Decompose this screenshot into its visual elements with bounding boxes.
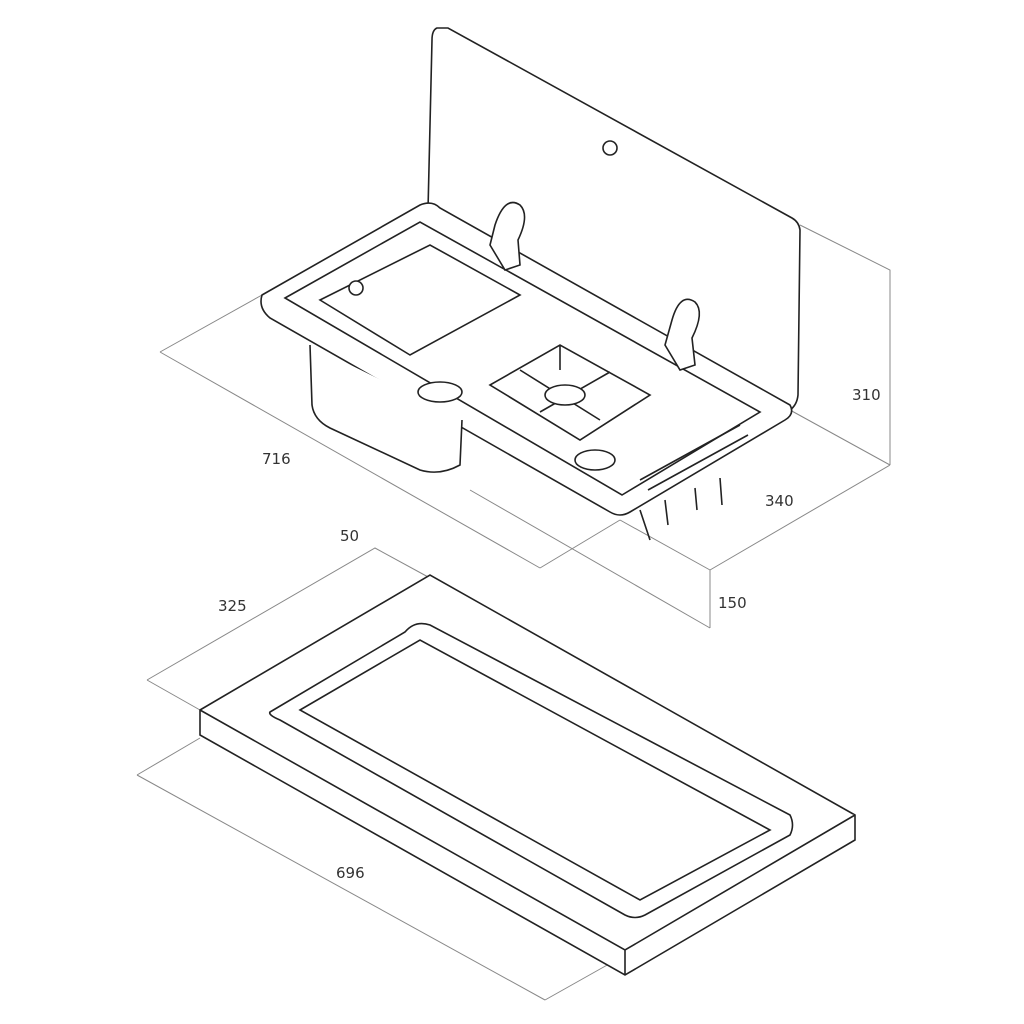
drain bbox=[417, 381, 463, 403]
label-150: 150 bbox=[718, 594, 747, 612]
label-696: 696 bbox=[336, 864, 365, 882]
dimension-150 bbox=[469, 489, 711, 629]
dimension-340-310 bbox=[709, 224, 891, 571]
label-50: 50 bbox=[340, 527, 360, 545]
dimension-716 bbox=[159, 294, 621, 569]
hinge-right bbox=[664, 298, 701, 371]
label-716: 716 bbox=[262, 450, 291, 468]
sink-hob-unit bbox=[260, 27, 801, 541]
glass-lid bbox=[427, 27, 801, 411]
burner-1 bbox=[544, 384, 586, 406]
control-strip bbox=[639, 424, 749, 491]
sink-basin-body bbox=[309, 344, 463, 473]
worktop-cutout bbox=[199, 574, 856, 976]
sink-bowl bbox=[318, 244, 522, 356]
gas-valves bbox=[639, 477, 723, 541]
label-340: 340 bbox=[765, 492, 794, 510]
label-325: 325 bbox=[218, 597, 247, 615]
label-310: 310 bbox=[852, 386, 881, 404]
cutout-inner-edge bbox=[298, 639, 772, 901]
dimension-325-50 bbox=[146, 547, 431, 711]
hinge-left bbox=[489, 201, 526, 271]
lid-handle-hole bbox=[602, 140, 618, 156]
tap-hole bbox=[348, 280, 364, 296]
burner-2 bbox=[574, 449, 616, 471]
